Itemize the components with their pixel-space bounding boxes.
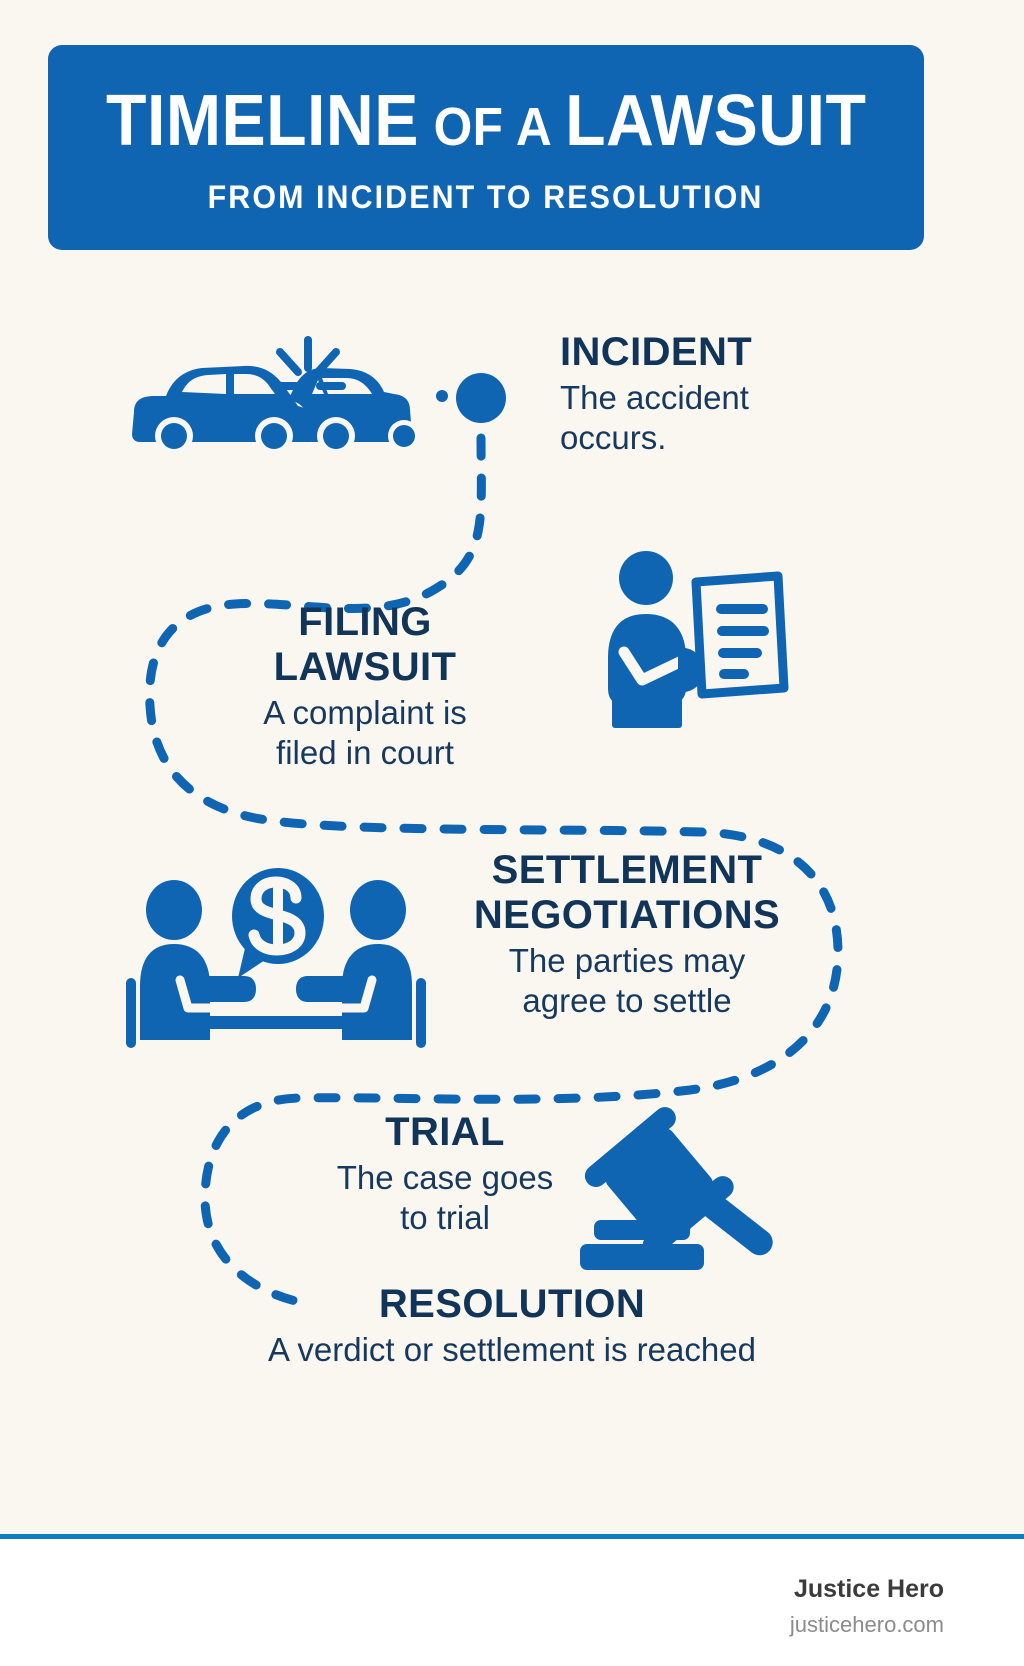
- footer-divider: [0, 1534, 1024, 1539]
- step-settlement-negotiations-description: The parties may agree to settle: [508, 941, 746, 1019]
- footer-brand-name: Justice Hero: [793, 1575, 944, 1603]
- page-subtitle: FROM INCIDENT TO RESOLUTION: [208, 179, 764, 215]
- title-word-timeline: TIMELINE: [105, 81, 419, 161]
- step-filing-lawsuit-description: A complaint is filed in court: [263, 693, 467, 771]
- title-word-of-a: OF A: [433, 97, 553, 157]
- step-trial-description: The case goes to trial: [336, 1158, 554, 1237]
- step-settlement-negotiations: SETTLEMENT NEGOTIATIONS The parties may …: [452, 848, 802, 1021]
- negotiation-table-icon: [126, 858, 426, 1048]
- step-filing-lawsuit: FILING LAWSUIT A complaint is filed in c…: [220, 600, 510, 773]
- car-crash-icon: [122, 330, 422, 460]
- timeline-start-dot: [456, 373, 506, 423]
- step-incident-description: The accident occurs.: [560, 378, 749, 457]
- step-resolution-description: A verdict or settlement is reached: [268, 1330, 756, 1368]
- timeline-lead-dot: [436, 390, 448, 402]
- gavel-icon: [566, 1092, 776, 1272]
- step-trial: TRIAL The case goes to trial: [300, 1110, 590, 1238]
- step-incident: INCIDENT The accident occurs.: [560, 330, 900, 458]
- step-resolution: RESOLUTION A verdict or settlement is re…: [162, 1282, 862, 1370]
- title-word-lawsuit: LAWSUIT: [564, 81, 867, 161]
- footer-website-url[interactable]: justicehero.com: [789, 1612, 944, 1637]
- step-resolution-title: RESOLUTION: [378, 1282, 646, 1326]
- person-with-document-icon: [592, 548, 792, 733]
- step-filing-lawsuit-title: FILING LAWSUIT: [273, 600, 457, 689]
- step-incident-title: INCIDENT: [560, 330, 753, 374]
- step-settlement-negotiations-title: SETTLEMENT NEGOTIATIONS: [473, 848, 781, 937]
- step-trial-title: TRIAL: [385, 1110, 505, 1154]
- footer: Justice Hero justicehero.com: [0, 1539, 1024, 1666]
